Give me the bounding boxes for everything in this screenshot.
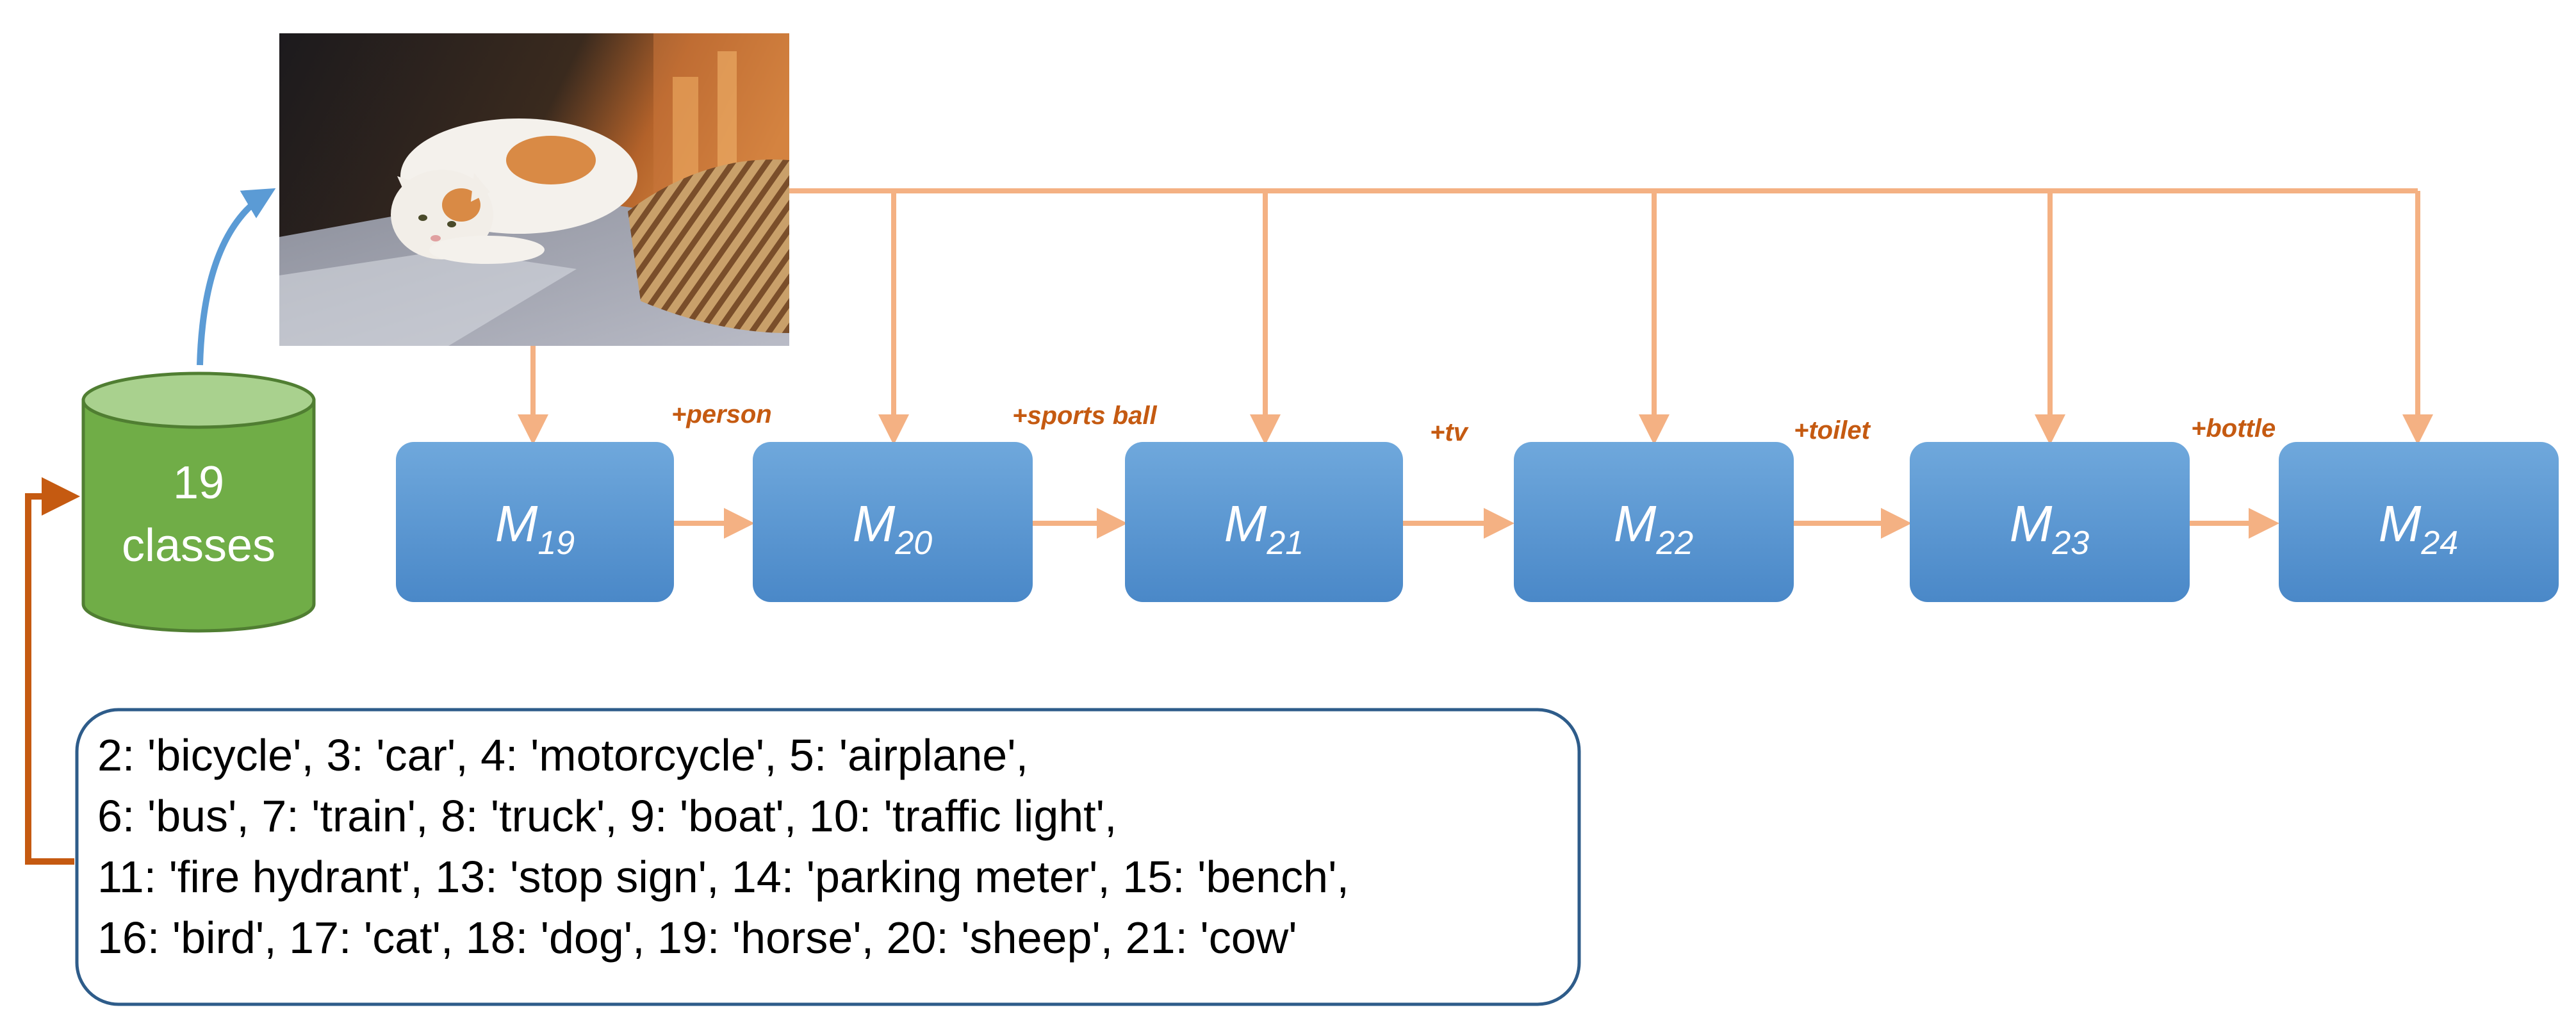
model-box-m20: M20 (753, 442, 1033, 602)
model-label-m19: M19 (495, 495, 575, 562)
model-box-m23: M23 (1910, 442, 2190, 602)
added-class-label-toilet: +toilet (1794, 416, 1871, 445)
added-class-label-tv: +tv (1430, 418, 1470, 446)
model-box-m24: M24 (2279, 442, 2559, 602)
model-label-m22: M22 (1614, 495, 1694, 562)
classlist-to-database-arrow (25, 477, 80, 865)
database-label-line-1: 19 (173, 457, 224, 509)
model-box-m19: M19 (396, 442, 674, 602)
model-label-m20: M20 (853, 495, 933, 562)
class-list-line-1: 2: 'bicycle', 3: 'car', 4: 'motorcycle',… (97, 730, 1028, 780)
model-label-m24: M24 (2379, 495, 2458, 562)
model-box-m21: M21 (1125, 442, 1403, 602)
added-class-label-person: +person (671, 400, 772, 428)
database-cylinder: 19 classes (81, 371, 316, 633)
model-label-m23: M23 (2010, 495, 2090, 562)
cat-photo (279, 33, 789, 346)
database-label-line-2: classes (122, 520, 275, 571)
model-box-m22: M22 (1514, 442, 1794, 602)
flow-arrows (518, 188, 2433, 539)
class-list-line-4: 16: 'bird', 17: 'cat', 18: 'dog', 19: 'h… (97, 913, 1297, 963)
class-list-box: 2: 'bicycle', 3: 'car', 4: 'motorcycle',… (75, 708, 1581, 1006)
class-list-line-3: 11: 'fire hydrant', 13: 'stop sign', 14:… (97, 852, 1349, 902)
model-label-m21: M21 (1224, 495, 1304, 562)
database-to-image-arrow (197, 188, 276, 366)
class-list-line-2: 6: 'bus', 7: 'train', 8: 'truck', 9: 'bo… (97, 791, 1117, 841)
added-class-label-sports-ball: +sports ball (1012, 402, 1158, 430)
added-class-label-bottle: +bottle (2191, 414, 2276, 443)
